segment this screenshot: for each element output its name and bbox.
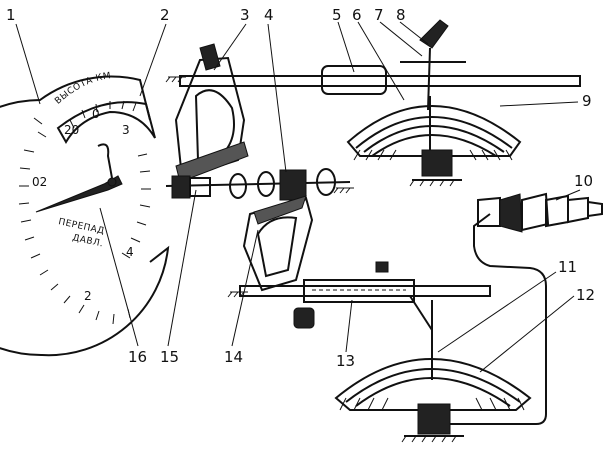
dial-label-02: 02 [32, 175, 47, 189]
callout-15: 15 [160, 348, 179, 366]
upper-capsule-teeth [353, 149, 513, 161]
coupling-left [229, 173, 247, 199]
callout-16: 16 [128, 348, 147, 366]
callout-10: 10 [574, 172, 593, 190]
upper-bearing [199, 43, 221, 71]
leader-lines [15, 21, 581, 373]
gear-train [165, 168, 354, 201]
upper-capsule-stack [346, 96, 522, 187]
pinion-left [171, 175, 191, 199]
callout-6: 6 [352, 6, 362, 24]
lower-shaft [239, 285, 491, 297]
dial-label-20: 20 [64, 123, 79, 137]
lower-sector-teeth [253, 195, 307, 225]
callout-4: 4 [264, 6, 274, 24]
dial-caption-line1: ПЕРЕПАД [57, 217, 105, 237]
lower-sector-window [256, 216, 298, 278]
callout-labels: 1 2 3 4 5 6 7 8 9 10 11 12 13 14 15 16 [6, 6, 595, 370]
pointer-hub [107, 177, 117, 187]
callout-13: 13 [336, 352, 355, 370]
fitting-nut [477, 196, 501, 227]
callout-12: 12 [576, 286, 595, 304]
dial-title: ВЫСОТА КМ [53, 71, 112, 106]
gear-ground-mark [333, 187, 354, 194]
lower-capsule-stack [334, 300, 532, 443]
gear-4 [279, 169, 307, 201]
callout-9: 9 [582, 92, 592, 110]
callout-2: 2 [160, 6, 170, 24]
callout-11: 11 [558, 258, 577, 276]
lower-weight [293, 307, 315, 329]
upper-bellows-rod-sleeve [321, 65, 387, 95]
dial-inner-scale-arc [56, 101, 156, 144]
coupling-right [316, 168, 336, 196]
lower-sector-frame [242, 196, 314, 292]
dial-crank-hand [97, 143, 113, 179]
dial-inner-ticks [69, 100, 137, 129]
lower-mechanism [227, 195, 491, 331]
pressure-line [450, 192, 603, 425]
dial-assembly: ВЫСОТА КМ 20 0 3 02 4 2 ПЕРЕПАД ДАВЛ. [0, 71, 170, 357]
upper-ground-mark [165, 76, 186, 83]
dial-label-4: 4 [126, 245, 134, 259]
callout-14: 14 [224, 348, 243, 366]
upper-capsule-base [421, 149, 453, 177]
callout-3: 3 [240, 6, 250, 24]
lower-capsule-base [417, 403, 451, 435]
dial-outer-face [0, 75, 170, 357]
upper-lever-top [419, 19, 449, 49]
dial-label-3: 3 [122, 123, 130, 137]
dial-label-2: 2 [84, 289, 92, 303]
fitting-body [499, 193, 523, 233]
callout-7: 7 [374, 6, 384, 24]
upper-mechanism [165, 19, 581, 183]
upper-lever-rod [427, 47, 431, 111]
dial-outer-ticks [18, 117, 151, 325]
callout-8: 8 [396, 6, 406, 24]
lower-capsule-teeth [339, 397, 525, 411]
lower-sleeve-13 [303, 279, 415, 303]
callout-1: 1 [6, 6, 16, 24]
upper-shaft [179, 75, 581, 87]
callout-5: 5 [332, 6, 342, 24]
dial-label-0: 0 [92, 107, 100, 121]
pressure-tube [450, 213, 547, 425]
